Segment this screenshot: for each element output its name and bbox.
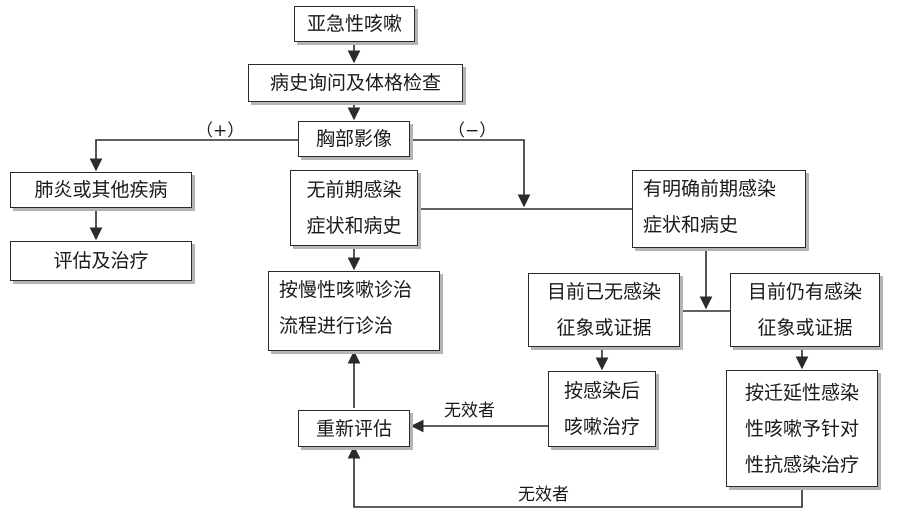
node-chronic-cough-protocol-line2: 流程进行诊治 [279,315,394,337]
node-no-current-infection-line2: 征象或证据 [556,317,652,339]
node-post-infection-treatment-line2: 咳嗽治疗 [563,416,640,438]
node-prolonged-infection-treatment-line3: 性抗感染治疗 [744,453,859,476]
node-chronic-cough-protocol: 按慢性咳嗽诊治 流程进行诊治 [268,271,440,351]
node-post-infection-treatment: 按感染后 咳嗽治疗 [548,371,656,447]
node-pneumonia: 肺炎或其他疾病 [10,172,192,208]
node-prolonged-infection-treatment: 按迁延性感染 性咳嗽予针对 性抗感染治疗 [726,370,878,487]
label-positive: （+） [196,121,245,141]
node-history-exam: 病史询问及体格检查 [248,64,463,102]
node-prolonged-infection-treatment-line1: 按迁延性感染 [744,381,859,404]
node-subacute-cough-text: 亚急性咳嗽 [306,13,402,35]
node-reassess: 重新评估 [298,410,410,447]
label-negative: （−） [448,121,497,141]
node-no-prior-infection-line2: 症状和病史 [306,215,402,237]
node-reassess-text: 重新评估 [315,417,392,440]
node-evaluate-treat-text: 评估及治疗 [53,250,149,272]
node-chest-imaging-text: 胸部影像 [315,128,392,150]
label-ineffective-lower: 无效者 [518,485,569,505]
node-prolonged-infection-treatment-line2: 性咳嗽予针对 [744,417,859,440]
node-pneumonia-text: 肺炎或其他疾病 [34,179,168,201]
node-evaluate-treat: 评估及治疗 [10,241,192,281]
node-no-prior-infection: 无前期感染 症状和病史 [290,170,418,246]
node-still-infection-line1: 目前仍有感染 [747,281,862,303]
node-still-infection-line2: 征象或证据 [757,317,853,339]
node-no-current-infection-line1: 目前已无感染 [546,281,661,303]
node-chest-imaging: 胸部影像 [298,121,410,157]
label-ineffective-upper: 无效者 [444,401,495,421]
node-chronic-cough-protocol-line1: 按慢性咳嗽诊治 [279,279,413,301]
node-clear-prior-infection: 有明确前期感染 症状和病史 [632,170,806,248]
node-no-prior-infection-line1: 无前期感染 [306,179,402,201]
node-no-current-infection: 目前已无感染 征象或证据 [528,273,680,347]
node-history-exam-text: 病史询问及体格检查 [269,72,441,94]
node-clear-prior-infection-line1: 有明确前期感染 [643,178,777,200]
node-clear-prior-infection-line2: 症状和病史 [643,214,739,236]
node-subacute-cough: 亚急性咳嗽 [294,6,415,42]
node-post-infection-treatment-line1: 按感染后 [563,380,640,402]
node-still-infection: 目前仍有感染 征象或证据 [730,273,880,347]
